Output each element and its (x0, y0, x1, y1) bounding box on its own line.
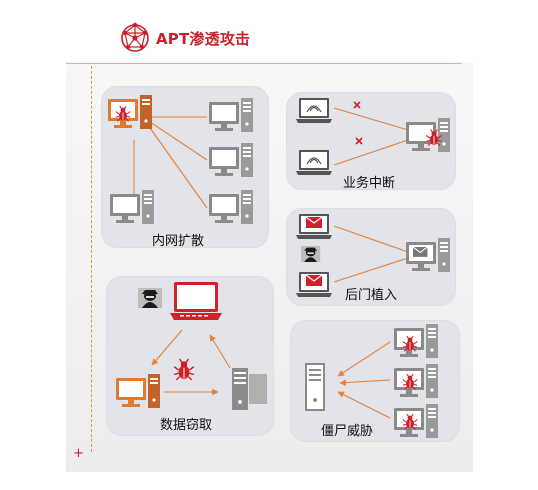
lateral-links (133, 116, 208, 209)
panel-label-exfiltration: 数据窃取 (160, 418, 213, 433)
header-divider (66, 63, 462, 64)
email-icon (305, 216, 323, 229)
infected-computer-icon (394, 324, 438, 358)
page-title: APT渗透攻击 (156, 29, 251, 48)
wifi-laptop-icon (296, 150, 332, 175)
laptop-icon (170, 282, 222, 320)
panel-label-backdoor: 后门植入 (345, 288, 398, 303)
panel-label-disruption: 业务中断 (343, 176, 396, 191)
disruption-links (333, 107, 409, 166)
bug-icon (173, 358, 195, 381)
panel-label-lateral: 内网扩散 (152, 234, 205, 249)
computer-icon (209, 98, 253, 132)
plus-icon: + (73, 446, 84, 461)
botnet-links (337, 341, 391, 419)
computer-icon (209, 190, 253, 224)
infected-computer-icon (406, 118, 450, 152)
computer-icon (209, 143, 253, 177)
exfiltration-links (151, 329, 231, 396)
computer-icon (406, 238, 450, 272)
header: APT渗透攻击 (118, 20, 250, 56)
server-icon (305, 363, 325, 411)
panel-label-botnet: 僵尸威胁 (321, 424, 374, 439)
computer-icon (232, 368, 267, 410)
timeline-divider (91, 66, 92, 452)
network-globe-icon (121, 22, 149, 52)
email-icon (412, 246, 428, 257)
hacker-icon (138, 288, 162, 308)
wifi-laptop-icon (296, 98, 332, 123)
computer-icon (110, 190, 154, 224)
backdoor-links (333, 225, 409, 283)
x-mark-icon (353, 101, 363, 145)
infected-computer-icon (116, 374, 160, 408)
hacker-icon (301, 246, 321, 262)
email-icon (305, 274, 323, 287)
